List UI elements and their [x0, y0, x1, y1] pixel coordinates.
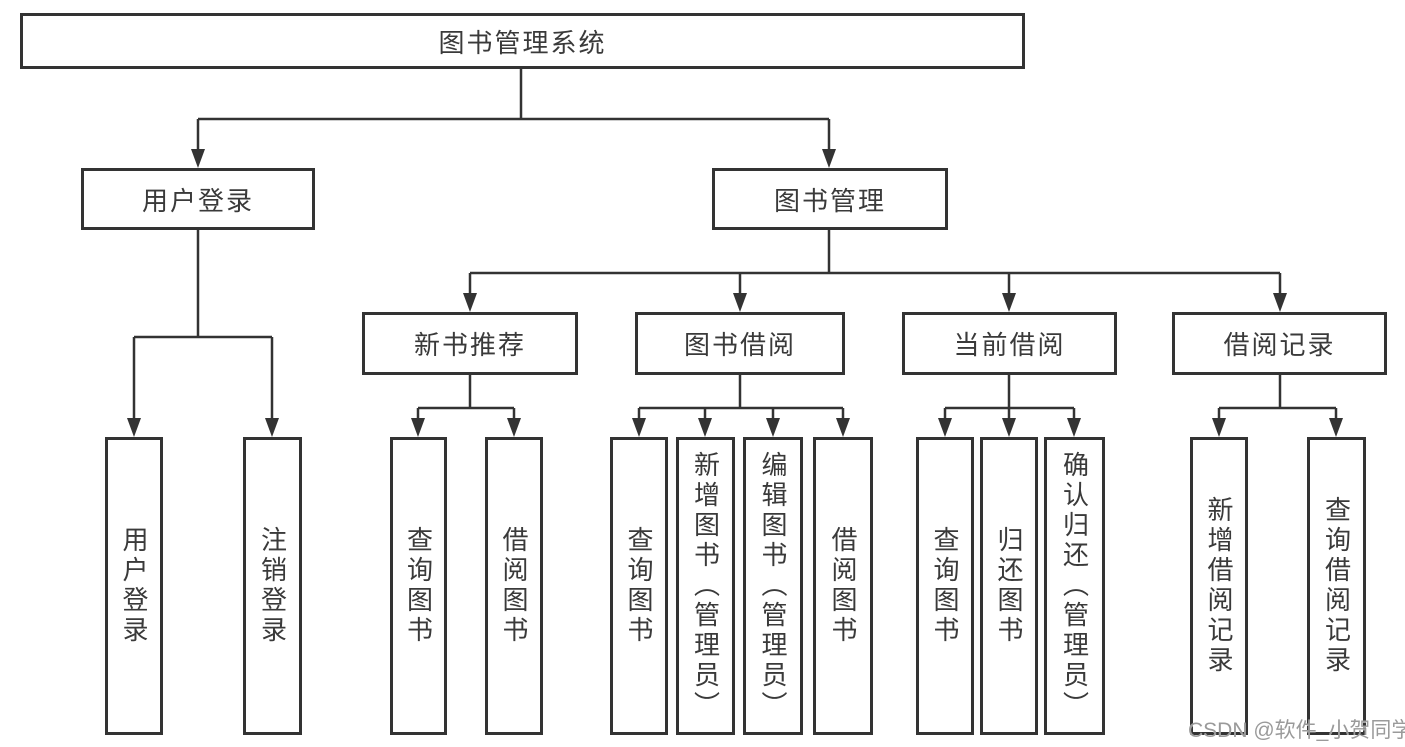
- leaf-query-books-current: 查询图书: [916, 437, 974, 735]
- leaf-edit-books-admin: 编辑图书（管理员）: [743, 437, 803, 735]
- leaf-query-books-current-label: 查询图书: [930, 526, 960, 646]
- leaf-logout: 注销登录: [243, 437, 302, 735]
- leaf-return-books-label: 归还图书: [994, 526, 1024, 646]
- leaf-borrow-books-recommend: 借阅图书: [485, 437, 543, 735]
- leaf-query-borrow-record: 查询借阅记录: [1307, 437, 1366, 735]
- leaf-confirm-return-admin: 确认归还（管理员）: [1044, 437, 1105, 735]
- leaf-return-books: 归还图书: [980, 437, 1038, 735]
- leaf-query-books-borrowing-label: 查询图书: [624, 526, 654, 646]
- node-current-borrowing: 当前借阅: [902, 312, 1117, 375]
- tree-edges: [132, 69, 1338, 419]
- node-book-borrowing: 图书借阅: [635, 312, 845, 375]
- node-new-book-recommend: 新书推荐: [362, 312, 578, 375]
- leaf-query-books-recommend-label: 查询图书: [403, 526, 434, 646]
- leaf-query-books-borrowing: 查询图书: [610, 437, 668, 735]
- node-borrowing-records-label: 借阅记录: [1223, 330, 1336, 360]
- leaf-user-login: 用户登录: [105, 437, 163, 735]
- node-current-borrowing-label: 当前借阅: [953, 330, 1066, 360]
- leaf-add-borrow-record-label: 新增借阅记录: [1204, 496, 1234, 676]
- leaf-add-books-admin-label: 新增图书（管理员）: [690, 451, 721, 721]
- node-root-label: 图书管理系统: [438, 27, 607, 58]
- node-root: 图书管理系统: [20, 13, 1025, 69]
- node-user-login-label: 用户登录: [141, 185, 254, 216]
- leaf-borrow-books-label: 借阅图书: [828, 526, 858, 646]
- leaf-confirm-return-admin-label: 确认归还（管理员）: [1059, 451, 1090, 721]
- node-book-borrowing-label: 图书借阅: [683, 330, 796, 360]
- arrowheads: [127, 149, 1343, 437]
- leaf-user-login-label: 用户登录: [119, 526, 149, 646]
- leaf-add-books-admin: 新增图书（管理员）: [676, 437, 735, 735]
- node-book-management-label: 图书管理: [773, 185, 886, 216]
- leaf-query-borrow-record-label: 查询借阅记录: [1321, 496, 1352, 676]
- node-new-book-recommend-label: 新书推荐: [413, 330, 526, 360]
- leaf-logout-label: 注销登录: [257, 526, 288, 646]
- node-borrowing-records: 借阅记录: [1172, 312, 1387, 375]
- leaf-query-books-recommend: 查询图书: [390, 437, 447, 735]
- csdn-watermark: CSDN @软件_小贺同学: [1188, 719, 1405, 742]
- node-user-login: 用户登录: [81, 168, 315, 230]
- leaf-add-borrow-record: 新增借阅记录: [1190, 437, 1248, 735]
- leaf-borrow-books: 借阅图书: [813, 437, 873, 735]
- leaf-borrow-books-recommend-label: 借阅图书: [499, 526, 529, 646]
- node-book-management: 图书管理: [712, 168, 948, 230]
- leaf-edit-books-admin-label: 编辑图书（管理员）: [758, 451, 788, 721]
